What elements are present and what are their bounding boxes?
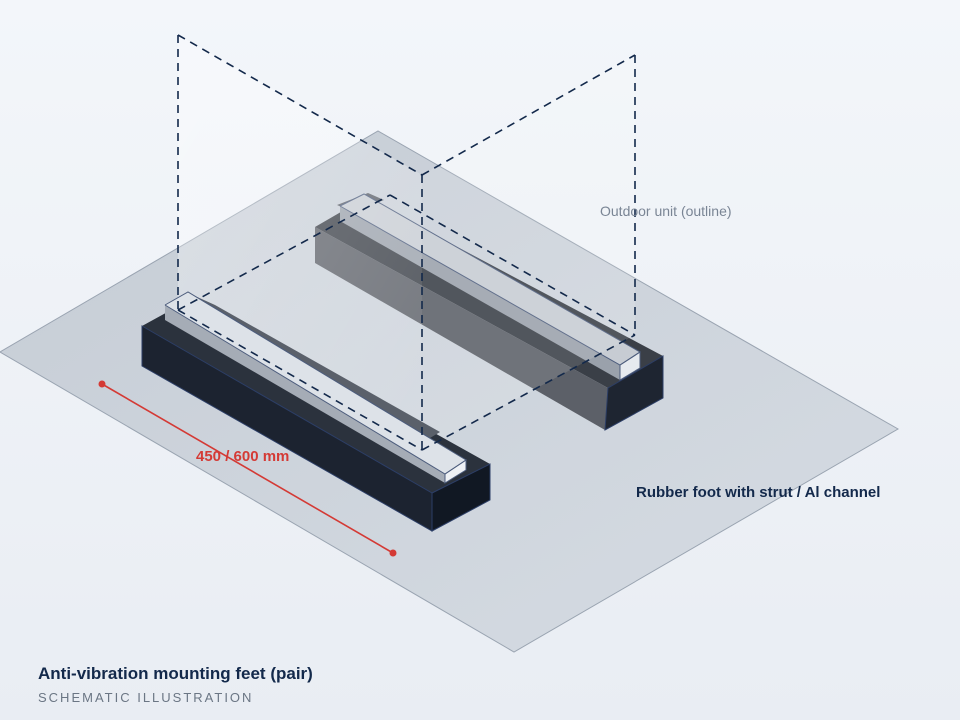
strut-channel-front — [164, 291, 467, 484]
unit-outline-label: Outdoor unit (outline) — [600, 203, 732, 219]
dimension-line — [98, 380, 397, 557]
caption-title: Anti-vibration mounting feet (pair) — [38, 664, 313, 683]
dimension-end-marker — [389, 549, 397, 557]
unit-outline — [177, 34, 636, 451]
unit-volume — [178, 35, 422, 450]
dimension-label: 450 / 600 mm — [196, 448, 289, 465]
dimension-start-marker — [98, 380, 106, 388]
caption-subtitle: SCHEMATIC ILLUSTRATION — [38, 690, 254, 705]
foot-label: Rubber foot with strut / Al channel — [636, 484, 880, 501]
